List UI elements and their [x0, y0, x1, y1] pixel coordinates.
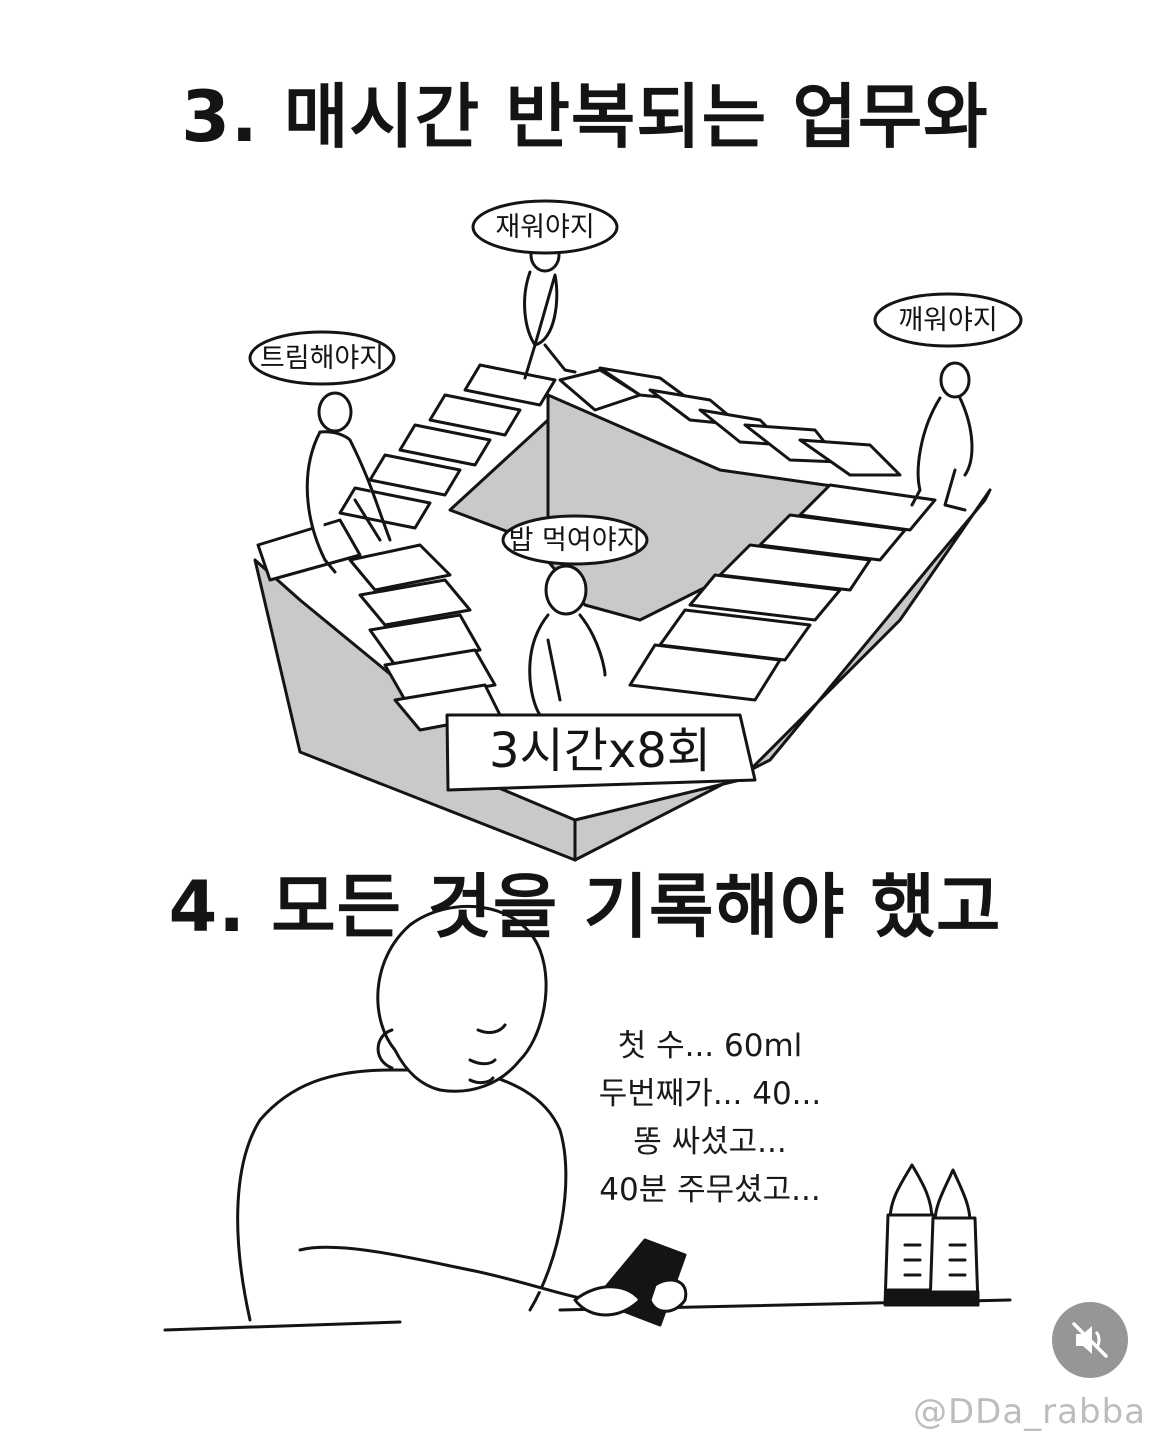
figure-top — [523, 237, 577, 380]
top-flight — [558, 366, 902, 477]
bubble-right — [873, 292, 1023, 348]
bottom-flight — [348, 543, 502, 732]
memo-line: 첫 수... 60ml — [617, 1028, 803, 1064]
figure-left — [305, 391, 392, 574]
panel3-heading: 3. 매시간 반복되는 업무와 — [181, 76, 989, 158]
bubble-center — [501, 514, 649, 566]
memo-text: 첫 수... 60ml 두번째가... 40... 똥 싸셨고... 40분 주… — [560, 1022, 860, 1214]
mute-button[interactable] — [1052, 1302, 1128, 1378]
bubble-left — [248, 330, 396, 386]
sign-text: 3시간x8회 — [489, 723, 711, 779]
memo-line: 똥 싸셨고... — [633, 1124, 787, 1160]
left-flight — [256, 363, 557, 582]
man-illustration — [163, 905, 1012, 1332]
baby-bottles — [883, 1163, 980, 1307]
walking-figures — [305, 237, 974, 717]
bubble-top — [471, 199, 619, 255]
memo-line: 40분 주무셨고... — [599, 1172, 821, 1208]
speaker-muted-icon — [1072, 1322, 1108, 1358]
memo-line: 두번째가... 40... — [598, 1076, 822, 1112]
stair-structure — [253, 363, 992, 862]
panel4-heading: 4. 모든 것을 기록해야 했고 — [168, 866, 1002, 948]
right-flight — [628, 483, 937, 702]
bubble-left-text: 트림해야지 — [260, 343, 384, 374]
figure-center — [528, 564, 607, 717]
bubble-center-text: 밥 먹여야지 — [509, 525, 642, 556]
speech-bubbles — [248, 199, 1023, 566]
figure-right — [910, 361, 974, 512]
watermark: @DDa_rabba — [912, 1392, 1146, 1432]
bubble-right-text: 깨워야지 — [898, 305, 997, 336]
bubble-top-text: 재워야지 — [495, 212, 594, 243]
sign-board — [445, 713, 757, 792]
